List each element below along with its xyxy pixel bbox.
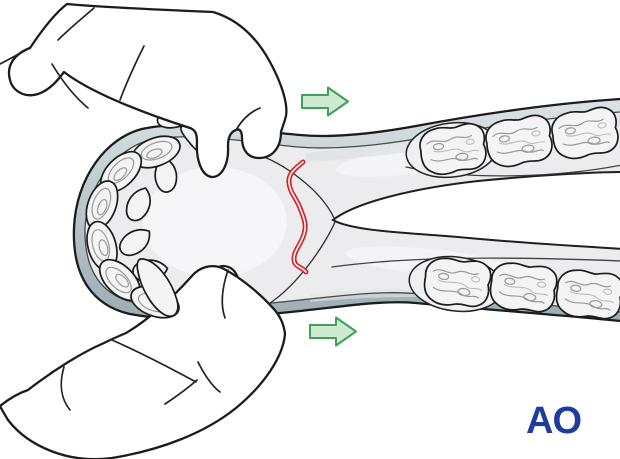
lower-canine (136, 258, 179, 317)
upper-hand (0, 2, 288, 179)
arrow-right-icon-top (301, 86, 349, 117)
cheek-teeth-lower (408, 254, 620, 324)
incisor-arcade (79, 129, 186, 325)
thumb-base-crease (221, 269, 229, 319)
mandible-outline (72, 97, 620, 323)
bone-highlight (143, 167, 287, 277)
arrow-right-icon-bottom (309, 316, 357, 347)
forearm-edge (0, 47, 31, 65)
thumb-crease (51, 63, 89, 109)
finger-crease (164, 379, 198, 405)
intermandibular-space (331, 171, 620, 250)
ao-logo: AO (526, 400, 581, 442)
finger-crease (197, 361, 221, 393)
fracture-line (286, 159, 309, 275)
upper-hand-silhouette (7, 2, 288, 179)
lower-hand (0, 264, 287, 459)
wrist-crease (57, 7, 95, 41)
cheek-teeth-upper (405, 104, 620, 179)
finger-crease (235, 107, 261, 131)
hand-crease (119, 45, 145, 101)
symphysis-line-lower (261, 221, 336, 309)
index-edge (111, 339, 197, 383)
palm-crease (60, 366, 71, 411)
rim-inner-line (84, 111, 620, 313)
lower-hand-silhouette (0, 265, 287, 459)
